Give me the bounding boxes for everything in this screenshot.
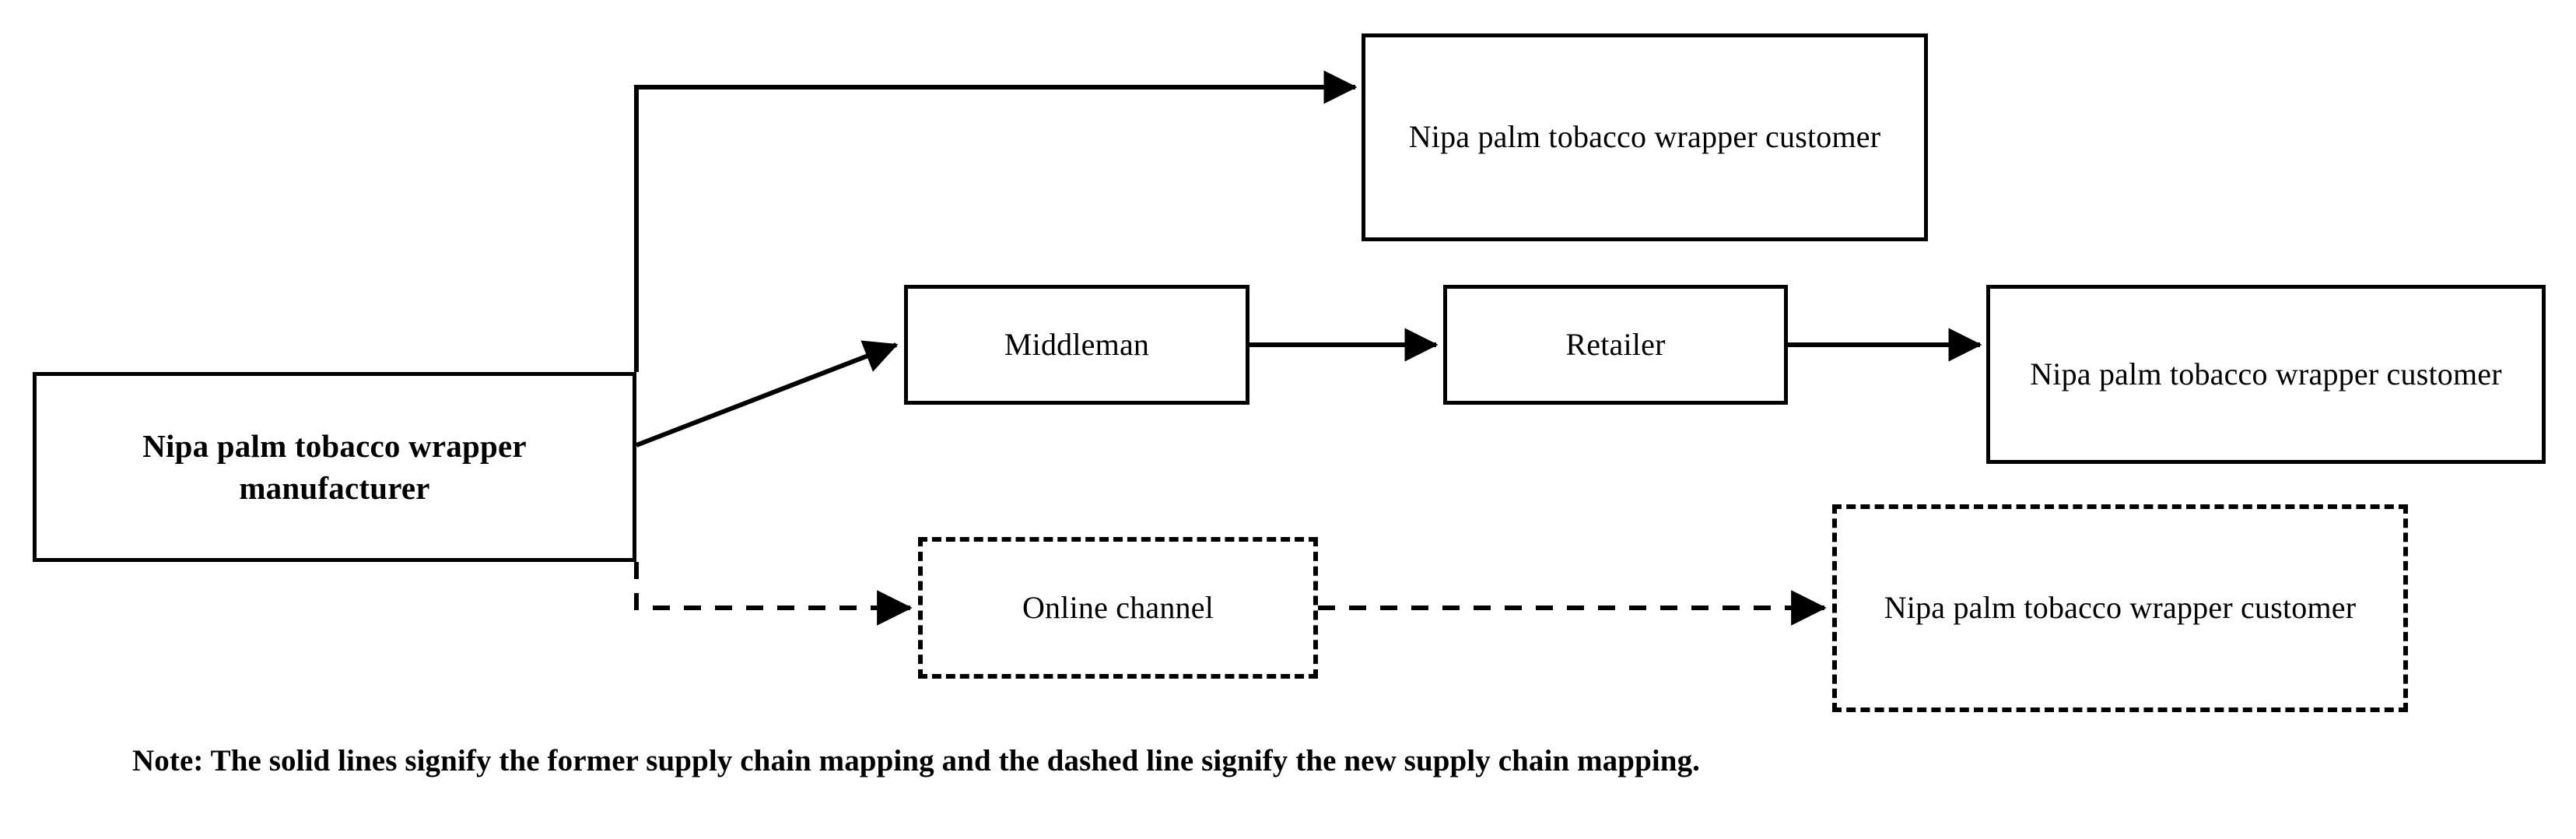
node-customer-retail[interactable]: Nipa palm tobacco wrapper customer: [1986, 285, 2546, 464]
node-manufacturer[interactable]: Nipa palm tobacco wrapper manufacturer: [33, 372, 636, 562]
node-retailer-label: Retailer: [1565, 326, 1666, 362]
node-customer-direct[interactable]: Nipa palm tobacco wrapper customer: [1362, 33, 1928, 241]
node-middleman-label: Middleman: [1004, 326, 1150, 362]
node-manufacturer-label: Nipa palm tobacco wrapper manufacturer: [142, 427, 527, 506]
node-online-channel[interactable]: Online channel: [918, 537, 1318, 679]
edge-manufacturer-to-middleman: [635, 340, 899, 448]
node-middleman[interactable]: Middleman: [904, 285, 1249, 405]
node-customer-retail-label: Nipa palm tobacco wrapper customer: [2030, 356, 2502, 391]
edge-manufacturer-to-customer-direct: [634, 70, 1358, 372]
diagram-note: Note: The solid lines signify the former…: [132, 744, 1701, 778]
node-customer-online[interactable]: Nipa palm tobacco wrapper customer: [1832, 504, 2408, 712]
node-retailer[interactable]: Retailer: [1443, 285, 1788, 405]
edge-manufacturer-to-online-channel: [634, 562, 913, 626]
node-customer-online-label: Nipa palm tobacco wrapper customer: [1884, 590, 2357, 626]
node-online-channel-label: Online channel: [1022, 589, 1214, 625]
node-customer-direct-label: Nipa palm tobacco wrapper customer: [1408, 119, 1881, 155]
